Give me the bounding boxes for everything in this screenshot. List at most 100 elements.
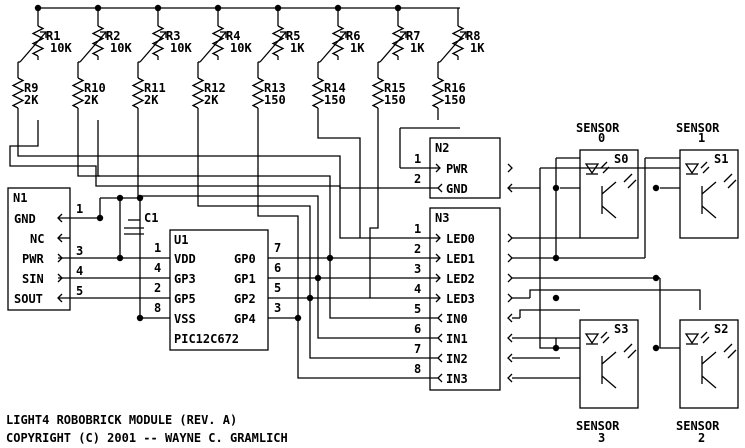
sensor-title: SENSOR — [576, 121, 620, 135]
u1-pin-gp2: GP2 — [234, 292, 256, 306]
sensor-number: 0 — [598, 131, 605, 145]
pot-ref: R4 — [226, 29, 240, 43]
u1-pin-gp1: GP1 — [234, 272, 256, 286]
n3-pin-led0: LED0 — [446, 232, 475, 246]
resistor-ref: R12 — [204, 81, 226, 95]
n1-body — [7, 187, 71, 311]
n3-ref: N3 — [435, 211, 449, 225]
u1-pin-num-2: 2 — [154, 281, 161, 295]
u1-pin-gp3: GP3 — [174, 272, 196, 286]
pot-value: 1K — [350, 41, 365, 55]
u1-ref: U1 — [174, 233, 188, 247]
sensor-title: SENSOR — [676, 121, 720, 135]
resistor-value: 2K — [84, 93, 99, 107]
footer-title: LIGHT4 ROBOBRICK MODULE (REV. A) — [6, 413, 237, 427]
pot-ref: R2 — [106, 29, 120, 43]
n3-pin-num-8: 8 — [414, 362, 421, 376]
resistor-value: 2K — [144, 93, 159, 107]
u1-pin-num-7: 7 — [274, 241, 281, 255]
resistor-value: 150 — [384, 93, 406, 107]
pot-value: 1K — [410, 41, 425, 55]
u1-pin-gp4: GP4 — [234, 312, 256, 326]
resistor-ref: R9 — [24, 81, 38, 95]
sensor-title: SENSOR — [576, 419, 620, 433]
resistor-value: 150 — [264, 93, 286, 107]
n1-pin-sin: SIN — [22, 272, 44, 286]
n1-pin-gnd: GND — [14, 212, 36, 226]
u1-pin-vss: VSS — [174, 312, 196, 326]
sensor-wiring — [512, 157, 701, 379]
resistor-ref: R15 — [384, 81, 406, 95]
resistor-ref: R10 — [84, 81, 106, 95]
resistor-value: 150 — [444, 93, 466, 107]
resistor-ref: R11 — [144, 81, 166, 95]
n3-pin-in3: IN3 — [446, 372, 468, 386]
n3-pin-led1: LED1 — [446, 252, 475, 266]
network-wiring — [9, 120, 440, 379]
u1-pin-num-6: 6 — [274, 261, 281, 275]
pot-value: 1K — [290, 41, 305, 55]
resistor-ref: R16 — [444, 81, 466, 95]
n3-body — [429, 207, 501, 391]
u1-pin-gp0: GP0 — [234, 252, 256, 266]
n3-pin-in0: IN0 — [446, 312, 468, 326]
pot-value: 10K — [50, 41, 72, 55]
n3-pin-num-4: 4 — [414, 282, 421, 296]
u1-pin-gp5: GP5 — [174, 292, 196, 306]
u1-pin-num-4: 4 — [154, 261, 161, 275]
sensor-ref: S3 — [614, 322, 628, 336]
n1-pin-pwr: PWR — [22, 252, 44, 266]
n2-ref: N2 — [435, 141, 449, 155]
u1-pin-num-5: 5 — [274, 281, 281, 295]
n2-pin-pwr: PWR — [446, 162, 468, 176]
connector-n2: N2 PWR GND 1 2 — [340, 127, 540, 199]
sensor-ref: S1 — [714, 152, 728, 166]
pot-value: 10K — [170, 41, 192, 55]
u1-pin-num-8: 8 — [154, 301, 161, 315]
n3-pin-in1: IN1 — [446, 332, 468, 346]
resistor-value: 150 — [324, 93, 346, 107]
pot-value: 10K — [230, 41, 252, 55]
n3-pin-in2: IN2 — [446, 352, 468, 366]
n3-pin-num-1: 1 — [414, 222, 421, 236]
sensor-ref: S0 — [614, 152, 628, 166]
n3-pin-num-6: 6 — [414, 322, 421, 336]
resistor-value: 2K — [24, 93, 39, 107]
junction-dots — [34, 4, 660, 352]
u1-pin-num-1: 1 — [154, 241, 161, 255]
u1-part: PIC12C672 — [174, 332, 239, 346]
n1-pin-num-3: 3 — [76, 244, 83, 258]
connector-n1: N1 GND NC PWR SIN SOUT 1 3 4 5 — [7, 187, 170, 311]
n1-pin-nc: NC — [30, 232, 44, 246]
sensor-title: SENSOR — [676, 419, 720, 433]
pot-ref: R7 — [406, 29, 420, 43]
n2-pin-gnd: GND — [446, 182, 468, 196]
n3-pin-num-2: 2 — [414, 242, 421, 256]
sensor-number: 3 — [598, 431, 605, 445]
u1-body — [169, 229, 269, 351]
resistor-ref: R14 — [324, 81, 346, 95]
n3-pin-led2: LED2 — [446, 272, 475, 286]
resistor-ref: R13 — [264, 81, 286, 95]
n1-pin-num-1: 1 — [76, 202, 83, 216]
ic-u1: U1 VDD GP3 GP5 VSS GP0 GP1 GP2 GP4 PIC12… — [154, 229, 330, 351]
n3-pin-num-3: 3 — [414, 262, 421, 276]
n1-ref: N1 — [13, 191, 27, 205]
pot-value: 1K — [470, 41, 485, 55]
